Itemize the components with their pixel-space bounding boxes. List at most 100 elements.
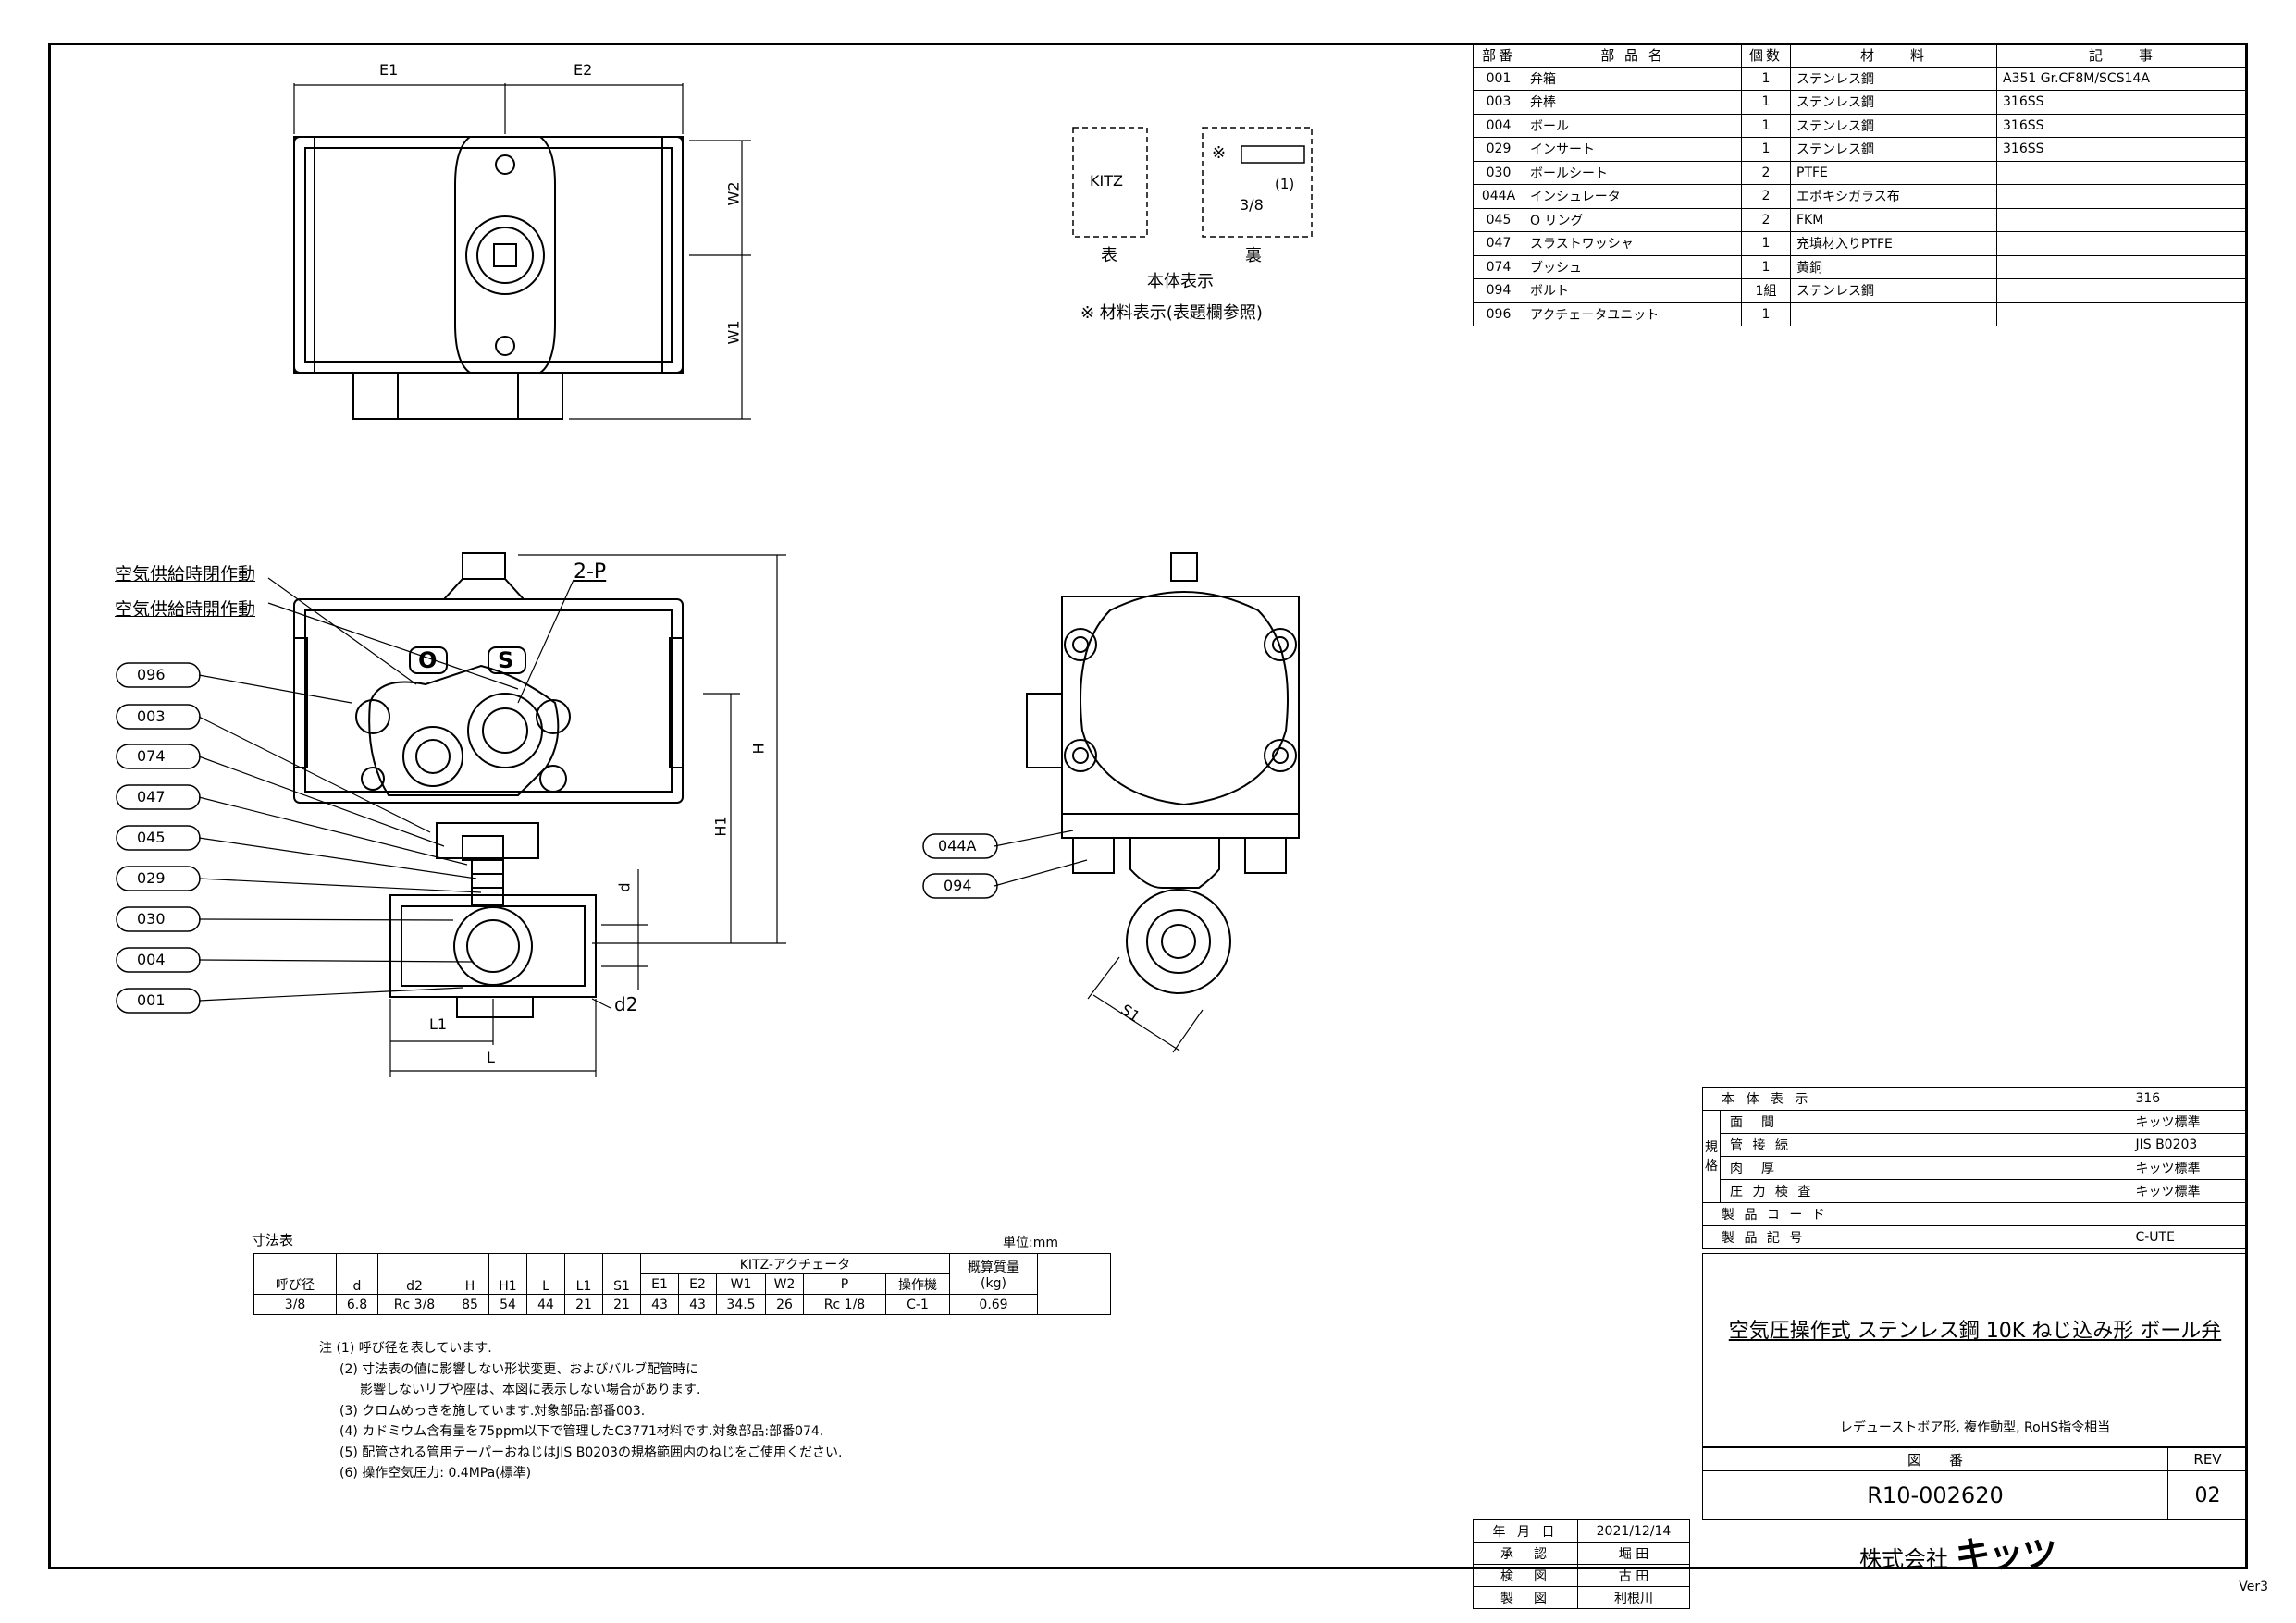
spec-body-marking-label: 本 体 表 示 (1701, 1087, 2130, 1111)
part-number: 004 (1473, 113, 1524, 138)
balloon-096: 096 (137, 666, 166, 683)
part-name: ブッシュ (1524, 254, 1742, 279)
dim-header-w1: W1 (716, 1273, 766, 1295)
spec-table: 本 体 表 示 316 規格 面 間 キッツ標準 管 接 続 JIS B0203… (1701, 1087, 2248, 1249)
dimension-table-caption: 寸法表 (252, 1232, 294, 1248)
dim-l1-label: L1 (429, 1015, 448, 1033)
table-row: 3/8 6.8 Rc 3/8 85 54 44 21 21 43 43 34.5… (253, 1294, 1111, 1315)
part-name: アクチェータユニット (1524, 301, 1742, 326)
note-line: (3) クロムめっきを施しています.対象部品:部番003. (339, 1403, 646, 1419)
note-line: 影響しないリブや座は、本図に表示しない場合があります. (360, 1383, 701, 1397)
marking-back-label: 裏 (1245, 246, 1262, 265)
part-name: 弁棒 (1524, 90, 1742, 115)
front-view-leaders (198, 577, 574, 1002)
sig-value: 利根川 (1577, 1586, 1690, 1609)
spec-product-code-label: 製 品 コ ー ド (1701, 1202, 2130, 1226)
dimension-table-unit: 単位:mm (1003, 1236, 1058, 1250)
marking-caption: 本体表示 (1147, 272, 1214, 291)
label-port: 2-P (574, 560, 607, 584)
company-name: 株式会社 キッツ (1859, 1526, 2057, 1577)
dim-value: 85 (451, 1294, 489, 1315)
dim-e2-label: E2 (574, 61, 593, 79)
sig-label: 検 図 (1473, 1564, 1578, 1587)
part-material (1790, 301, 1997, 326)
note-line: (6) 操作空気圧力: 0.4MPa(標準) (339, 1466, 532, 1481)
sig-label: 承 認 (1473, 1542, 1578, 1565)
spec-item-value: キッツ標準 (2129, 1110, 2248, 1134)
part-qty: 1 (1741, 90, 1791, 115)
part-qty: 1 (1741, 137, 1791, 162)
part-name: インサート (1524, 137, 1742, 162)
spec-category: 規格 (1702, 1110, 1721, 1203)
balloon-shapes (116, 662, 998, 1014)
part-name: ボールシート (1524, 160, 1742, 185)
front-view-actuator (293, 552, 684, 804)
part-qty: 1 (1741, 301, 1791, 326)
part-qty: 2 (1741, 207, 1791, 232)
part-qty: 1 (1741, 113, 1791, 138)
part-number: 030 (1473, 160, 1524, 185)
drawing-rev: 02 (2167, 1470, 2248, 1520)
part-name: ボルト (1524, 278, 1742, 303)
spec-item-label: 管 接 続 (1719, 1133, 2130, 1157)
part-name: 弁箱 (1524, 66, 1742, 91)
dimension-table: 呼び径 d d2 H H1 L L1 S1 KITZ-アクチェータ 概算質量 (… (253, 1253, 1111, 1315)
part-qty: 1 (1741, 254, 1791, 279)
dim-header-e1: E1 (640, 1273, 679, 1295)
sig-label: 製 図 (1473, 1586, 1578, 1609)
spec-item-value: JIS B0203 (2129, 1133, 2248, 1157)
front-view-valve (389, 822, 597, 1018)
balloon-044a: 044A (938, 837, 977, 855)
dim-value: 54 (488, 1294, 527, 1315)
part-name: O リング (1524, 207, 1742, 232)
dim-value: 44 (526, 1294, 565, 1315)
dim-l-label: L (487, 1049, 495, 1066)
part-number: 044A (1473, 184, 1524, 209)
spec-product-code-value (2129, 1202, 2248, 1226)
front-view-dimensions (389, 554, 786, 1077)
table-row: 製 図利根川 (1473, 1586, 1690, 1609)
note-line: (4) カドミウム含有量を75ppm以下で管理したC3771材料です.対象部品:… (339, 1424, 824, 1439)
spec-item-label: 肉 厚 (1719, 1156, 2130, 1180)
spec-item-label: 面 間 (1719, 1110, 2130, 1134)
marking-note: ※ 材料表示(表題欄参照) (1080, 303, 1263, 323)
dim-blank-column (1037, 1253, 1111, 1315)
marking-back-note: (1) (1275, 176, 1295, 192)
part-qty: 2 (1741, 160, 1791, 185)
part-number: 074 (1473, 254, 1524, 279)
dim-d2-label: d2 (614, 993, 638, 1015)
dim-value: C-1 (885, 1294, 950, 1315)
parts-header-name: 部 品 名 (1524, 43, 1742, 68)
drawing-subtitle: レデューストボア形, 複作動型, RoHS指令相当 (1839, 1420, 2111, 1435)
dim-value: 26 (765, 1294, 804, 1315)
parts-header-material: 材 料 (1790, 43, 1997, 68)
part-material: ステンレス鋼 (1790, 90, 1997, 115)
sig-value: 堀 田 (1577, 1542, 1690, 1565)
part-number: 047 (1473, 231, 1524, 256)
side-view (1026, 552, 1300, 994)
part-number: 045 (1473, 207, 1524, 232)
part-number: 029 (1473, 137, 1524, 162)
balloon-003: 003 (137, 707, 166, 725)
part-name: ボール (1524, 113, 1742, 138)
parts-header-number: 部番 (1473, 43, 1524, 68)
part-remarks: 316SS (1996, 90, 2248, 115)
part-material: ステンレス鋼 (1790, 137, 1997, 162)
version-label: Ver3 (2239, 1580, 2268, 1594)
drawing-frame (48, 43, 2248, 1569)
part-remarks (1996, 207, 2248, 232)
part-material: 充填材入りPTFE (1790, 231, 1997, 256)
dim-value: 43 (678, 1294, 717, 1315)
drawing-number-table: 図 番 REV R10-002620 02 (1702, 1447, 2248, 1520)
part-material: FKM (1790, 207, 1997, 232)
dim-value: 43 (640, 1294, 679, 1315)
part-name: インシュレータ (1524, 184, 1742, 209)
dim-value: Rc 3/8 (377, 1294, 451, 1315)
sig-label: 年 月 日 (1473, 1519, 1578, 1543)
